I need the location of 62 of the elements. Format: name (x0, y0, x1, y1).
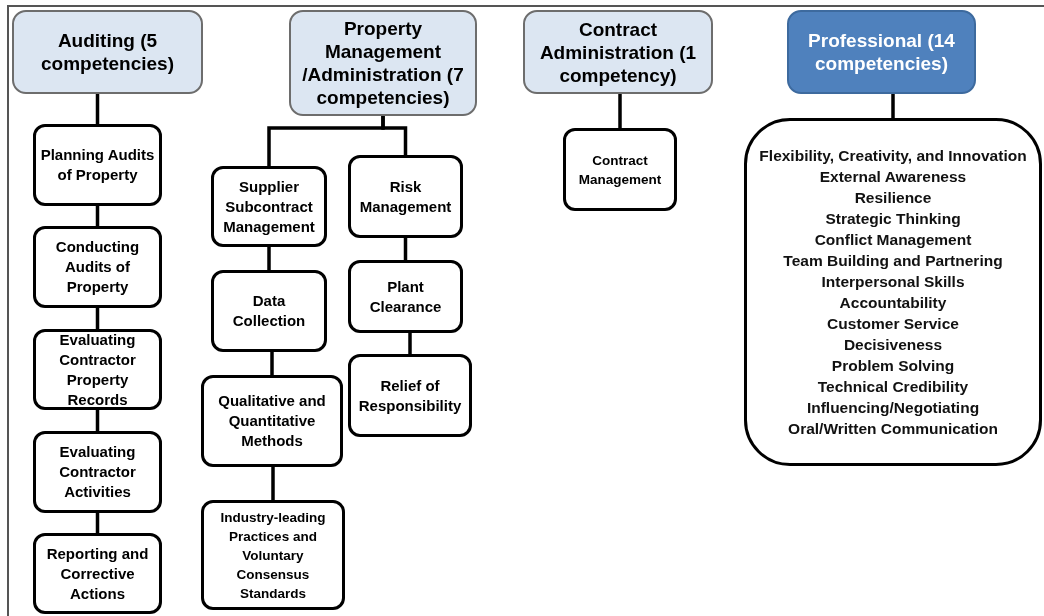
competency-text: Decisiveness (843, 335, 943, 355)
competency-box (348, 354, 472, 437)
connector-line (95, 410, 100, 431)
connector-line (95, 206, 100, 226)
category-header (787, 10, 976, 94)
category-header (523, 10, 713, 94)
competency-text: Oral/Written Communication (788, 419, 998, 439)
competency-box (348, 155, 463, 238)
competency-box (33, 124, 162, 206)
competency-text: Flexibility, Creativity, and Innovation (759, 146, 1027, 166)
connector-line (95, 308, 100, 329)
competency-text: Reporting and Corrective Actions (45, 543, 150, 604)
connector-line (408, 333, 412, 354)
competency-text: Supplier Subcontract Management (222, 176, 316, 237)
competency-box (33, 329, 162, 410)
competency-text: Customer Service (827, 314, 959, 334)
connector-line (403, 238, 408, 260)
connector-line (270, 352, 274, 375)
connector-line (618, 94, 622, 128)
competency-text: Professional (14 competencies) (807, 29, 956, 75)
competency-box (201, 375, 343, 467)
competency-text: Problem Solving (831, 356, 955, 376)
competency-text: Relief of Responsibility (357, 375, 463, 416)
competency-text: Conducting Audits of Property (54, 237, 141, 297)
competency-box (33, 533, 162, 614)
competency-box (201, 500, 345, 610)
competency-text: Contract Administration (1 competency) (538, 17, 698, 87)
connector-line (95, 94, 100, 124)
competency-text: Conflict Management (814, 230, 972, 250)
competency-text: Industry-leading Practices and Voluntary Consensus Standards (219, 508, 327, 603)
competency-text: Accountability (839, 293, 947, 313)
competency-text: Interpersonal Skills (821, 272, 965, 292)
competency-text: Plant Clearance (368, 276, 443, 317)
competency-box (211, 270, 327, 352)
competency-box (33, 431, 162, 513)
competency-box (563, 128, 677, 211)
competency-text: Strategic Thinking (825, 209, 961, 229)
competency-text: Planning Audits of Property (39, 145, 156, 185)
competency-text: Contract Management (577, 151, 663, 189)
competency-list-box (744, 118, 1042, 466)
connector-line (381, 116, 408, 155)
competency-text: Resilience (854, 188, 932, 208)
competency-text: Auditing (5 competencies) (39, 29, 175, 75)
competency-text: Evaluating Contractor Activities (58, 442, 137, 502)
competency-text: Influencing/Negotiating (806, 398, 980, 418)
competency-text: Team Building and Partnering (783, 251, 1003, 271)
connector-line (891, 94, 895, 118)
competency-text: External Awareness (819, 167, 967, 187)
competency-text: Property Management /Administration (7 competencies) (301, 17, 465, 109)
connector-line (95, 513, 100, 533)
competency-text: Data Collection (231, 291, 307, 331)
competency-text: Risk Management (358, 176, 453, 217)
category-header (289, 10, 477, 116)
connector-line (267, 247, 271, 270)
competency-text: Evaluating Contractor Property Records (58, 329, 137, 410)
competency-text: Qualitative and Quantitative Methods (217, 391, 327, 451)
competency-text: Technical Credibility (817, 377, 969, 397)
competency-box (211, 166, 327, 247)
competency-box (33, 226, 162, 308)
connector-line (271, 467, 275, 500)
competency-box (348, 260, 463, 333)
category-header (12, 10, 203, 94)
